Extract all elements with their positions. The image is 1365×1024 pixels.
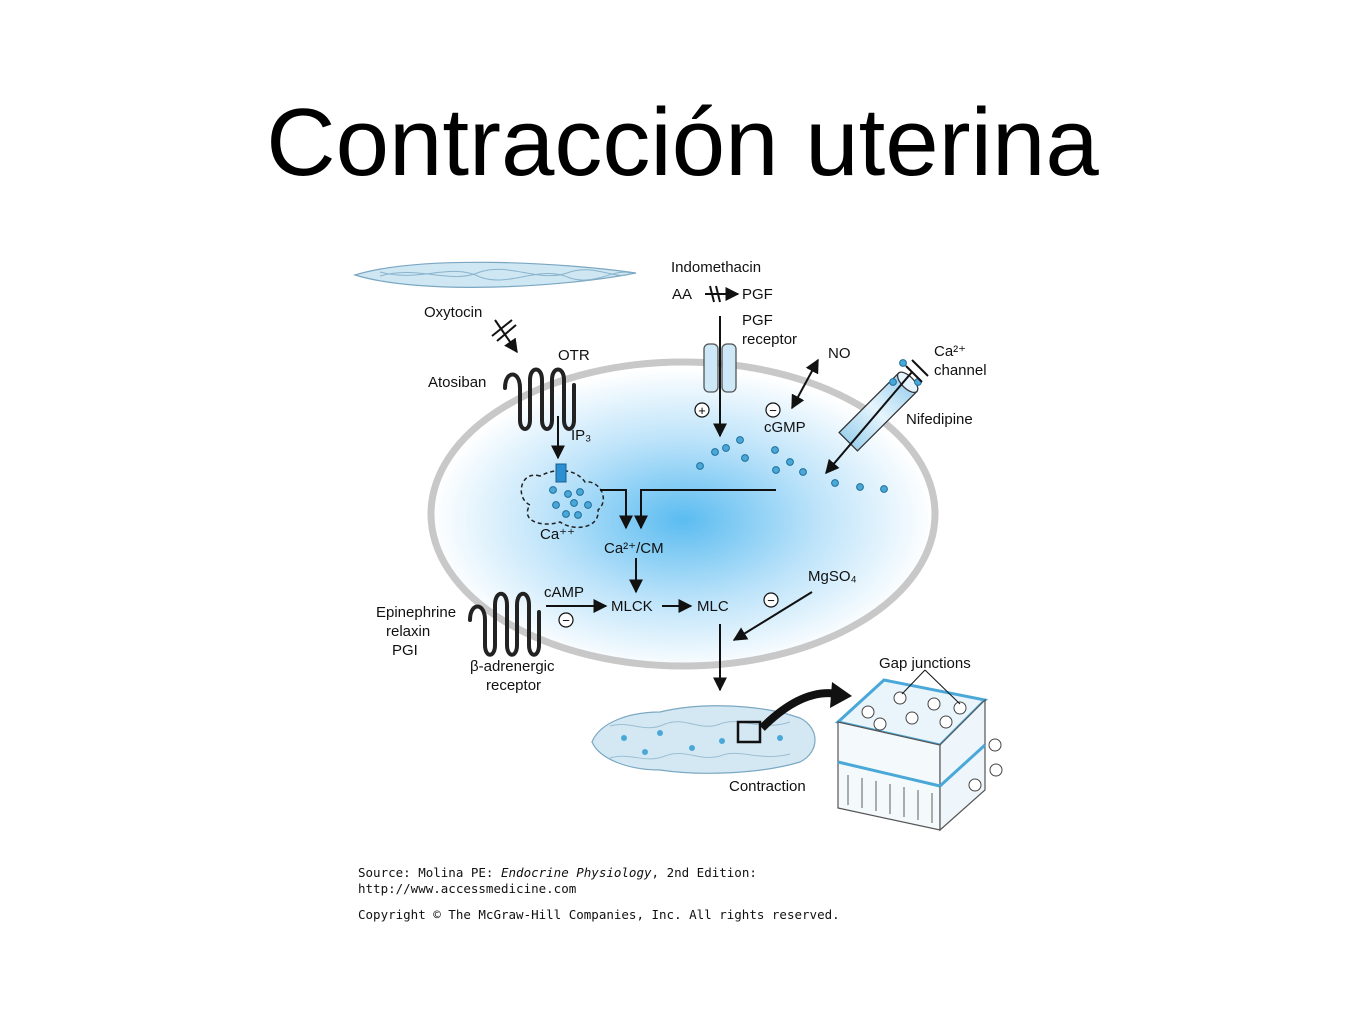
source-prefix: Source: Molina PE: bbox=[358, 865, 501, 880]
pathway-arrows bbox=[491, 285, 929, 692]
beta-adrenergic-receptor-icon bbox=[468, 591, 541, 657]
contraction-label: Contraction bbox=[729, 778, 806, 795]
stimulate-sign: + bbox=[694, 402, 710, 418]
otr-label: OTR bbox=[558, 347, 590, 364]
inhibit-sign: − bbox=[558, 612, 574, 628]
mlck-label: MLCK bbox=[611, 598, 653, 615]
gap-junctions-icon bbox=[834, 669, 1003, 832]
ca-label: Ca⁺⁺ bbox=[540, 526, 575, 543]
inhibit-sign: − bbox=[763, 592, 779, 608]
indomethacin-label: Indomethacin bbox=[671, 259, 761, 276]
atosiban-label: Atosiban bbox=[428, 374, 486, 391]
muscle-fiber-icon bbox=[352, 261, 637, 288]
svg-text:−: − bbox=[767, 593, 775, 608]
relaxin-label: relaxin bbox=[386, 623, 430, 640]
otr-receptor-icon bbox=[503, 367, 576, 431]
beta-receptor-label-1: β-adrenergic bbox=[470, 658, 555, 675]
slide-title: Contracción uterina bbox=[266, 89, 1099, 196]
svg-text:−: − bbox=[562, 613, 570, 628]
svg-text:−: − bbox=[769, 403, 777, 418]
pgf-receptor-label-1: PGF bbox=[742, 312, 773, 329]
contracting-fiber-icon bbox=[591, 682, 852, 774]
beta-receptor-label-2: receptor bbox=[486, 677, 541, 694]
ip3-channel-icon bbox=[555, 463, 567, 483]
epinephrine-label: Epinephrine bbox=[376, 604, 456, 621]
oxytocin-label: Oxytocin bbox=[424, 304, 482, 321]
diagram-labels: Indomethacin AA PGF PGF receptor Oxytoci… bbox=[376, 259, 987, 795]
cgmp-label: cGMP bbox=[764, 419, 806, 436]
pgf-receptor-icon bbox=[703, 343, 737, 393]
no-label: NO bbox=[828, 345, 851, 362]
source-citation: Source: Molina PE: Endocrine Physiology,… bbox=[358, 865, 757, 880]
ca-cm-label: Ca²⁺/CM bbox=[604, 540, 664, 557]
source-suffix: , 2nd Edition: bbox=[651, 865, 757, 880]
gap-junctions-label: Gap junctions bbox=[879, 655, 971, 672]
pgf-receptor-label-2: receptor bbox=[742, 331, 797, 348]
svg-text:+: + bbox=[698, 403, 706, 418]
aa-label: AA bbox=[672, 286, 692, 303]
camp-label: cAMP bbox=[544, 584, 584, 601]
pgf-label: PGF bbox=[742, 286, 773, 303]
ca-channel-label-1: Ca²⁺ bbox=[934, 343, 966, 360]
mlc-label: MLC bbox=[697, 598, 729, 615]
sarcoplasmic-reticulum bbox=[520, 469, 604, 529]
ca-channel-label-2: channel bbox=[934, 362, 987, 379]
pgi-label: PGI bbox=[392, 642, 418, 659]
mgso4-label: MgSO₄ bbox=[808, 568, 857, 585]
inhibit-sign: − bbox=[765, 402, 781, 418]
ip3-label: IP₃ bbox=[571, 427, 591, 444]
source-url: http://www.accessmedicine.com bbox=[358, 881, 577, 896]
calcium-ions bbox=[549, 359, 922, 519]
copyright-notice: Copyright © The McGraw-Hill Companies, I… bbox=[358, 907, 840, 922]
nifedipine-label: Nifedipine bbox=[906, 411, 973, 428]
source-book-title: Endocrine Physiology bbox=[501, 865, 652, 880]
